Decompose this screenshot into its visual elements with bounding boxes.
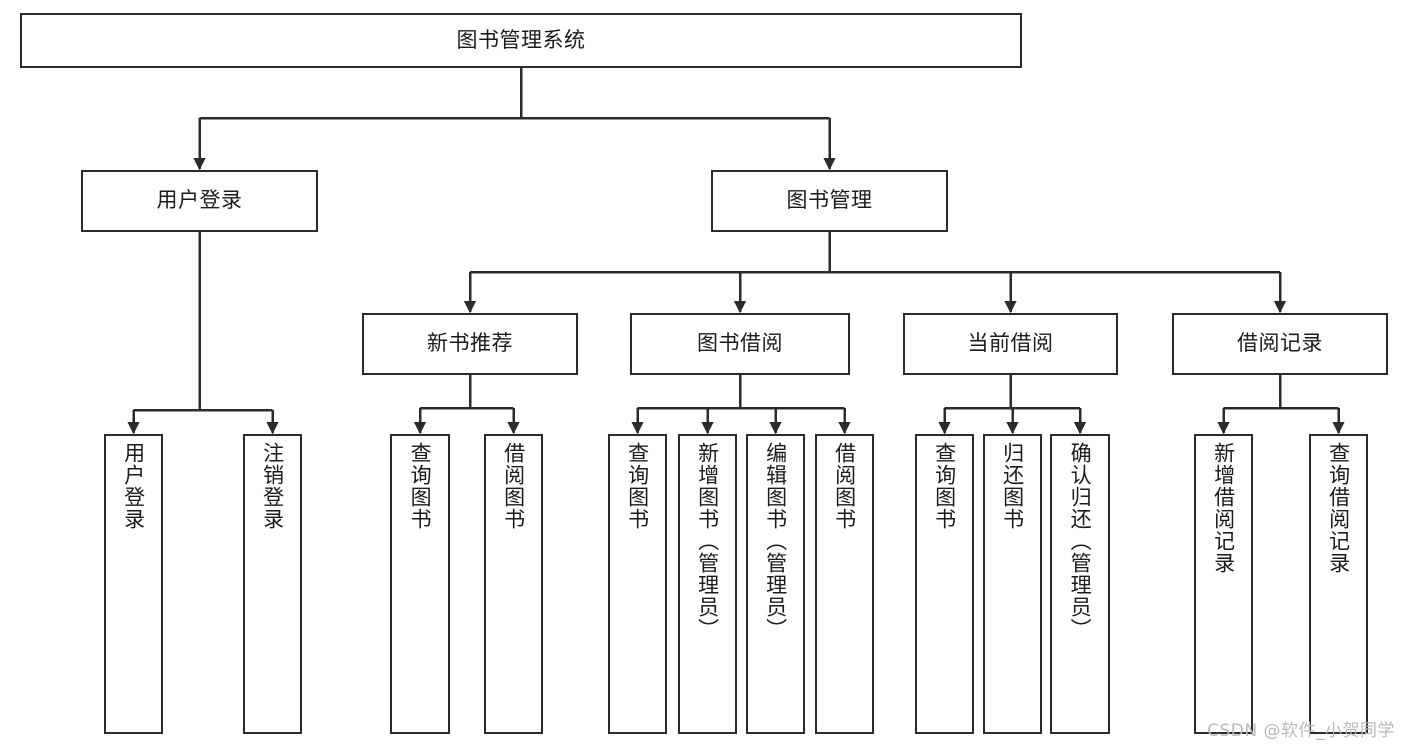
- node-leaf-edit-book[interactable]: 编辑图书（管理员）: [746, 434, 805, 734]
- node-leaf-query-record[interactable]: 查询借阅记录: [1309, 434, 1368, 734]
- node-current-borrow[interactable]: 当前借阅: [903, 313, 1118, 375]
- node-root-label: 图书管理系统: [456, 27, 586, 52]
- node-leaf-borrow-book-2-label: 借阅图书: [832, 442, 857, 530]
- node-leaf-logout-label: 注销登录: [260, 442, 285, 530]
- node-leaf-confirm-return[interactable]: 确认归还（管理员）: [1050, 434, 1110, 734]
- node-leaf-query-book-3-label: 查询图书: [932, 442, 957, 530]
- node-leaf-logout[interactable]: 注销登录: [243, 434, 302, 734]
- node-leaf-confirm-return-label: 确认归还（管理员）: [1068, 442, 1093, 640]
- node-user-login[interactable]: 用户登录: [81, 170, 318, 232]
- node-leaf-add-record-label: 新增借阅记录: [1211, 442, 1236, 574]
- node-leaf-user-login-label: 用户登录: [121, 442, 146, 530]
- node-leaf-query-book-2-label: 查询图书: [625, 442, 650, 530]
- node-leaf-return-book[interactable]: 归还图书: [983, 434, 1042, 734]
- node-new-book-recommend[interactable]: 新书推荐: [362, 313, 578, 375]
- node-leaf-query-record-label: 查询借阅记录: [1326, 442, 1351, 574]
- node-book-borrow-label: 图书借阅: [697, 331, 783, 356]
- node-new-book-recommend-label: 新书推荐: [427, 331, 513, 356]
- node-current-borrow-label: 当前借阅: [967, 331, 1054, 356]
- node-leaf-edit-book-label: 编辑图书（管理员）: [763, 442, 788, 640]
- node-leaf-query-book-1-label: 查询图书: [408, 442, 433, 530]
- node-leaf-borrow-book-1[interactable]: 借阅图书: [484, 434, 543, 734]
- node-leaf-add-book-label: 新增图书（管理员）: [695, 442, 720, 640]
- node-root[interactable]: 图书管理系统: [20, 13, 1022, 68]
- node-leaf-borrow-book-2[interactable]: 借阅图书: [815, 434, 874, 734]
- node-leaf-add-record[interactable]: 新增借阅记录: [1194, 434, 1253, 734]
- node-leaf-query-book-1[interactable]: 查询图书: [390, 434, 450, 734]
- node-leaf-query-book-3[interactable]: 查询图书: [915, 434, 974, 734]
- node-book-manage[interactable]: 图书管理: [711, 170, 948, 232]
- node-book-manage-label: 图书管理: [786, 188, 873, 213]
- node-leaf-return-book-label: 归还图书: [1000, 442, 1025, 530]
- node-leaf-query-book-2[interactable]: 查询图书: [608, 434, 667, 734]
- node-book-borrow[interactable]: 图书借阅: [630, 313, 850, 375]
- node-borrow-record[interactable]: 借阅记录: [1172, 313, 1388, 375]
- node-leaf-user-login[interactable]: 用户登录: [104, 434, 163, 734]
- node-leaf-add-book[interactable]: 新增图书（管理员）: [678, 434, 737, 734]
- node-user-login-label: 用户登录: [156, 188, 243, 213]
- node-leaf-borrow-book-1-label: 借阅图书: [501, 442, 526, 530]
- node-borrow-record-label: 借阅记录: [1237, 331, 1323, 356]
